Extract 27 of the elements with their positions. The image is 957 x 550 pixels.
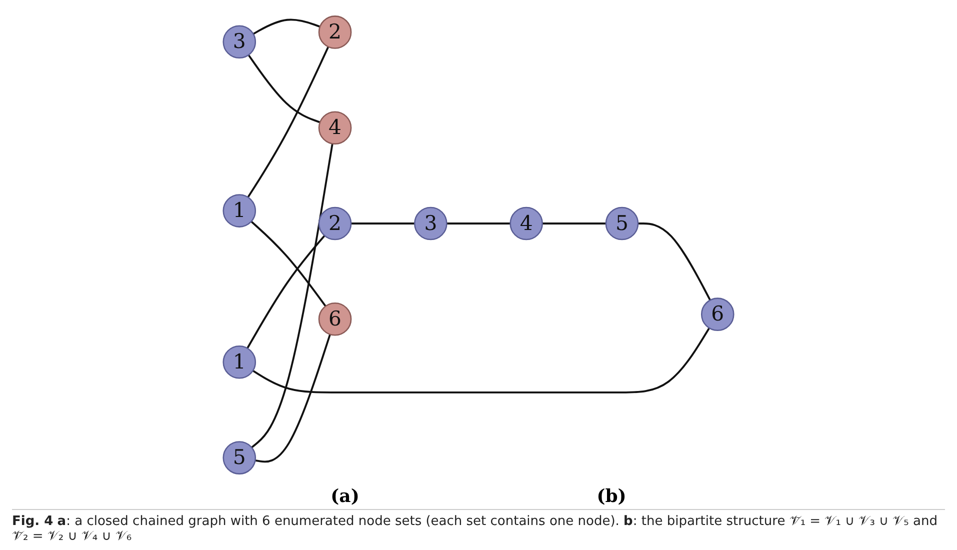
connector — [246, 235, 326, 349]
connector — [252, 327, 710, 394]
connector — [351, 222, 415, 224]
figure-caption: Fig. 4 a: a closed chained graph with 6 enumerated node sets (each set contains one node). b: the bipartite structure 𝒱̃₁ = 𝒱₁ ∪ 𝒱₃ ∪ 𝒱₅ and 𝒱̃₂ = 𝒱₂ ∪ 𝒱₄ ∪ 𝒱₆ — [12, 509, 945, 544]
connector — [251, 144, 334, 448]
node-circle: 4 — [318, 111, 352, 144]
node-circle: 4 — [510, 206, 543, 240]
connector — [446, 222, 510, 224]
node-circle: 3 — [414, 206, 448, 240]
node-circle: 5 — [605, 206, 639, 240]
connector — [542, 222, 606, 224]
connector — [638, 222, 712, 301]
connector — [255, 334, 331, 463]
connector — [247, 46, 330, 198]
connector — [248, 54, 320, 124]
panel-label: (a) — [330, 486, 360, 507]
node-circle: 6 — [700, 298, 734, 331]
panel-label: (b) — [596, 486, 626, 507]
connector — [250, 220, 326, 307]
node-circle: 6 — [318, 302, 352, 336]
node-circle: 1 — [222, 346, 256, 379]
node-circle: 1 — [222, 194, 256, 228]
node-circle: 2 — [318, 206, 352, 240]
node-circle: 2 — [318, 16, 352, 49]
node-circle: 5 — [222, 441, 256, 474]
connector — [252, 18, 320, 35]
node-circle: 3 — [222, 25, 256, 59]
